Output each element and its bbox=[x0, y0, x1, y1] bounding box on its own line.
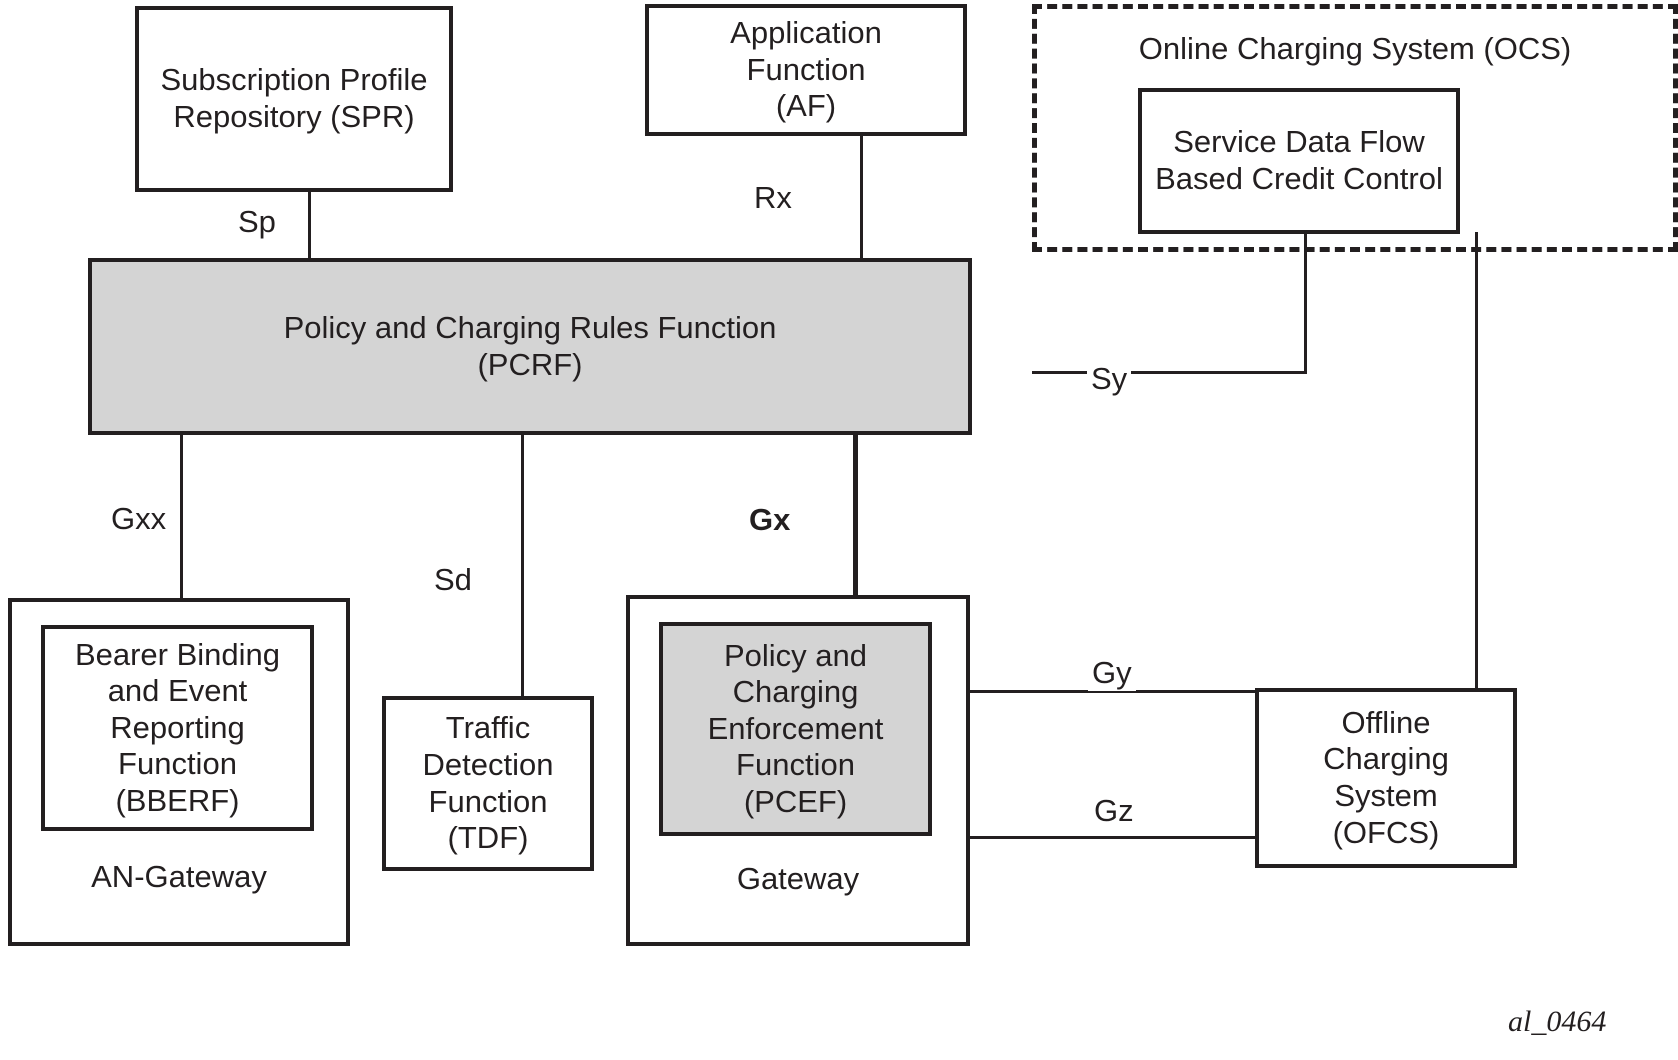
connector-gy-vertical bbox=[1475, 232, 1478, 693]
node-tdf[interactable]: Traffic Detection Function (TDF) bbox=[382, 696, 594, 871]
figure-id-label: al_0464 bbox=[1508, 1005, 1607, 1038]
connector-sp bbox=[308, 190, 311, 282]
interface-label-gxx: Gxx bbox=[107, 501, 171, 537]
node-an-gateway-label: AN-Gateway bbox=[91, 859, 267, 895]
node-af-label: Application Function (AF) bbox=[730, 15, 882, 124]
interface-label-sd: Sd bbox=[430, 562, 476, 598]
interface-label-gy: Gy bbox=[1088, 655, 1136, 691]
connector-sy-horizontal bbox=[1032, 371, 1307, 374]
node-af[interactable]: Application Function (AF) bbox=[645, 4, 967, 136]
node-sdfbcc[interactable]: Service Data Flow Based Credit Control bbox=[1138, 88, 1460, 234]
node-ofcs-label: Offline Charging System (OFCS) bbox=[1323, 704, 1449, 850]
interface-label-gx: Gx bbox=[745, 502, 795, 538]
connector-gy-horizontal bbox=[966, 690, 1478, 693]
connector-sd bbox=[521, 432, 524, 742]
connector-rx bbox=[860, 136, 863, 282]
node-pcef[interactable]: Policy and Charging Enforcement Function… bbox=[659, 622, 932, 836]
node-sdfbcc-label: Service Data Flow Based Credit Control bbox=[1155, 124, 1443, 196]
node-gateway-label: Gateway bbox=[736, 861, 860, 897]
connector-sy-vertical bbox=[1304, 232, 1307, 374]
node-pcef-label: Policy and Charging Enforcement Function… bbox=[707, 637, 884, 819]
node-spr[interactable]: Subscription Profile Repository (SPR) bbox=[135, 6, 453, 192]
node-ocs-label: Online Charging System (OCS) bbox=[1138, 31, 1572, 66]
node-bberf-label: Bearer Binding and Event Reporting Funct… bbox=[74, 636, 281, 818]
interface-label-gz: Gz bbox=[1090, 793, 1138, 829]
connector-gxx bbox=[180, 432, 183, 630]
node-ocs-container[interactable]: Online Charging System (OCS) bbox=[1032, 4, 1678, 252]
interface-label-sp: Sp bbox=[234, 204, 280, 240]
interface-label-rx: Rx bbox=[750, 180, 796, 216]
interface-label-sy: Sy bbox=[1087, 361, 1132, 397]
node-pcrf-label: Policy and Charging Rules Function (PCRF… bbox=[283, 309, 777, 382]
node-pcrf[interactable]: Policy and Charging Rules Function (PCRF… bbox=[88, 258, 972, 435]
node-spr-label: Subscription Profile Repository (SPR) bbox=[160, 62, 428, 134]
node-tdf-label: Traffic Detection Function (TDF) bbox=[422, 710, 554, 856]
connector-gz bbox=[966, 836, 1356, 839]
node-bberf[interactable]: Bearer Binding and Event Reporting Funct… bbox=[41, 625, 314, 831]
node-ofcs[interactable]: Offline Charging System (OFCS) bbox=[1255, 688, 1517, 868]
connector-gx bbox=[853, 432, 858, 640]
